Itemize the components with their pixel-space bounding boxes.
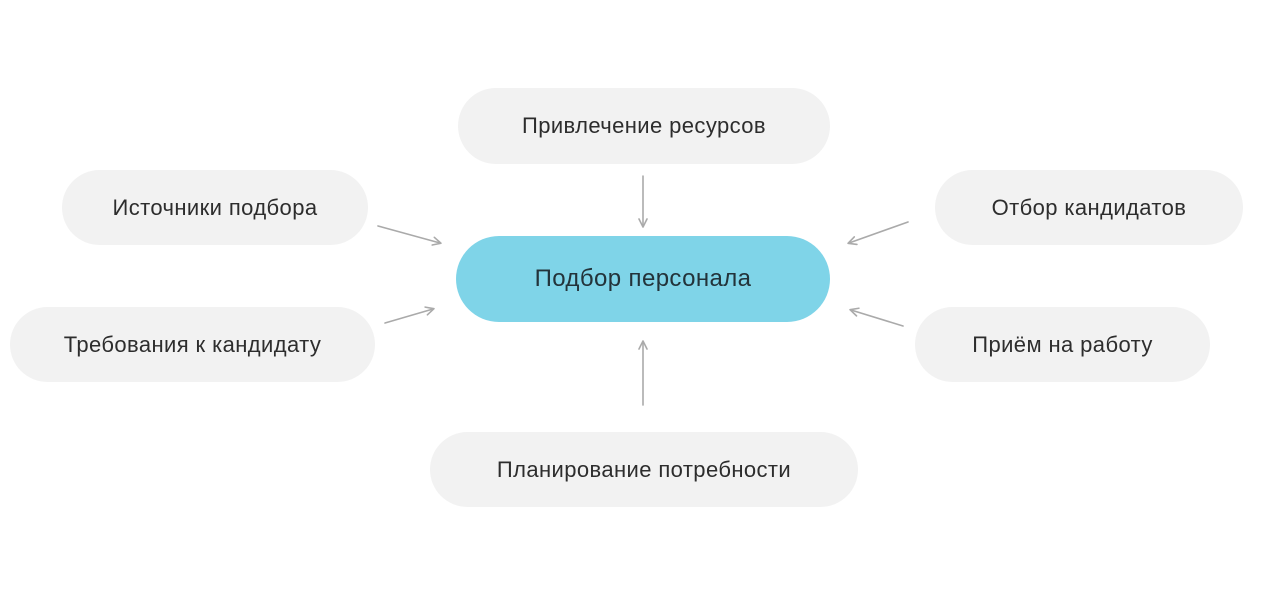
node-candidate-screening-label: Отбор кандидатов — [991, 194, 1187, 220]
arrow-right-lower-to-center — [849, 307, 904, 327]
node-needs-planning: Планирование потребности — [430, 432, 858, 507]
arrow-left-lower-to-center — [384, 306, 435, 324]
node-selection-sources-label: Источники подбора — [112, 194, 318, 220]
node-hiring-label: Приём на работу — [972, 331, 1153, 357]
node-needs-planning-label: Планирование потребности — [496, 456, 792, 482]
node-personnel-selection-label: Подбор персонала — [534, 265, 752, 292]
node-attracting-resources-label: Привлечение ресурсов — [522, 113, 766, 138]
node-attracting-resources: Привлечение ресурсов — [458, 88, 830, 164]
node-selection-sources: Источники подбора — [62, 170, 368, 245]
node-candidate-requirements-label: Требования к кандидату — [63, 331, 322, 357]
arrow-left-upper-to-center — [377, 225, 442, 246]
arrow-right-upper-to-center — [847, 221, 909, 246]
node-candidate-requirements: Требования к кандидату — [10, 307, 375, 382]
node-candidate-screening: Отбор кандидатов — [935, 170, 1243, 245]
node-hiring: Приём на работу — [915, 307, 1210, 382]
node-personnel-selection-center: Подбор персонала — [456, 236, 830, 322]
